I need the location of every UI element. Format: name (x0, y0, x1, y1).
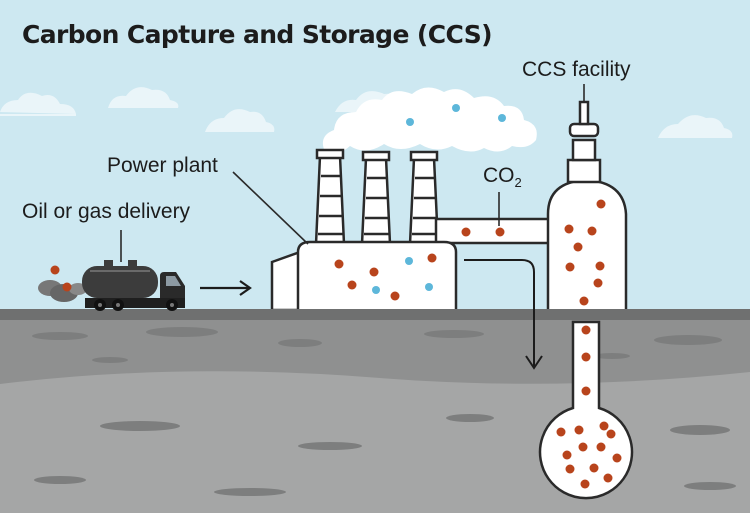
ground-surface (0, 309, 750, 320)
label-power-plant: Power plant (107, 154, 218, 177)
smokestack-right (408, 150, 440, 246)
smokestack-left (314, 148, 346, 246)
smoke-cloud (322, 87, 537, 154)
smokestacks (314, 148, 440, 246)
ccs-facility-tank (546, 100, 628, 310)
label-leader-lines (120, 84, 585, 262)
smokestack-middle (360, 150, 392, 246)
underground-storage (538, 320, 634, 500)
power-plant-leader-line (232, 171, 309, 245)
power-plant-building (270, 240, 458, 312)
smoke-blue-particles (406, 104, 506, 126)
label-co2: CO2 (483, 165, 522, 189)
pipe-co2-particles (461, 227, 505, 237)
label-co2-subscript: 2 (514, 175, 522, 191)
diagram-title: Carbon Capture and Storage (CCS) (22, 20, 493, 49)
background-clouds (0, 87, 733, 138)
label-ccs-facility: CCS facility (522, 58, 631, 81)
flow-arrow-plant-to-underground (464, 259, 543, 370)
label-co2-main: CO (483, 164, 515, 187)
ground-layer (0, 371, 750, 513)
label-oil-gas-delivery: Oil or gas delivery (22, 200, 191, 223)
flow-arrow-truck-to-plant (200, 280, 252, 296)
ground-texture (32, 327, 736, 496)
co2-transfer-pipe (434, 217, 552, 245)
delivery-truck (38, 260, 185, 311)
